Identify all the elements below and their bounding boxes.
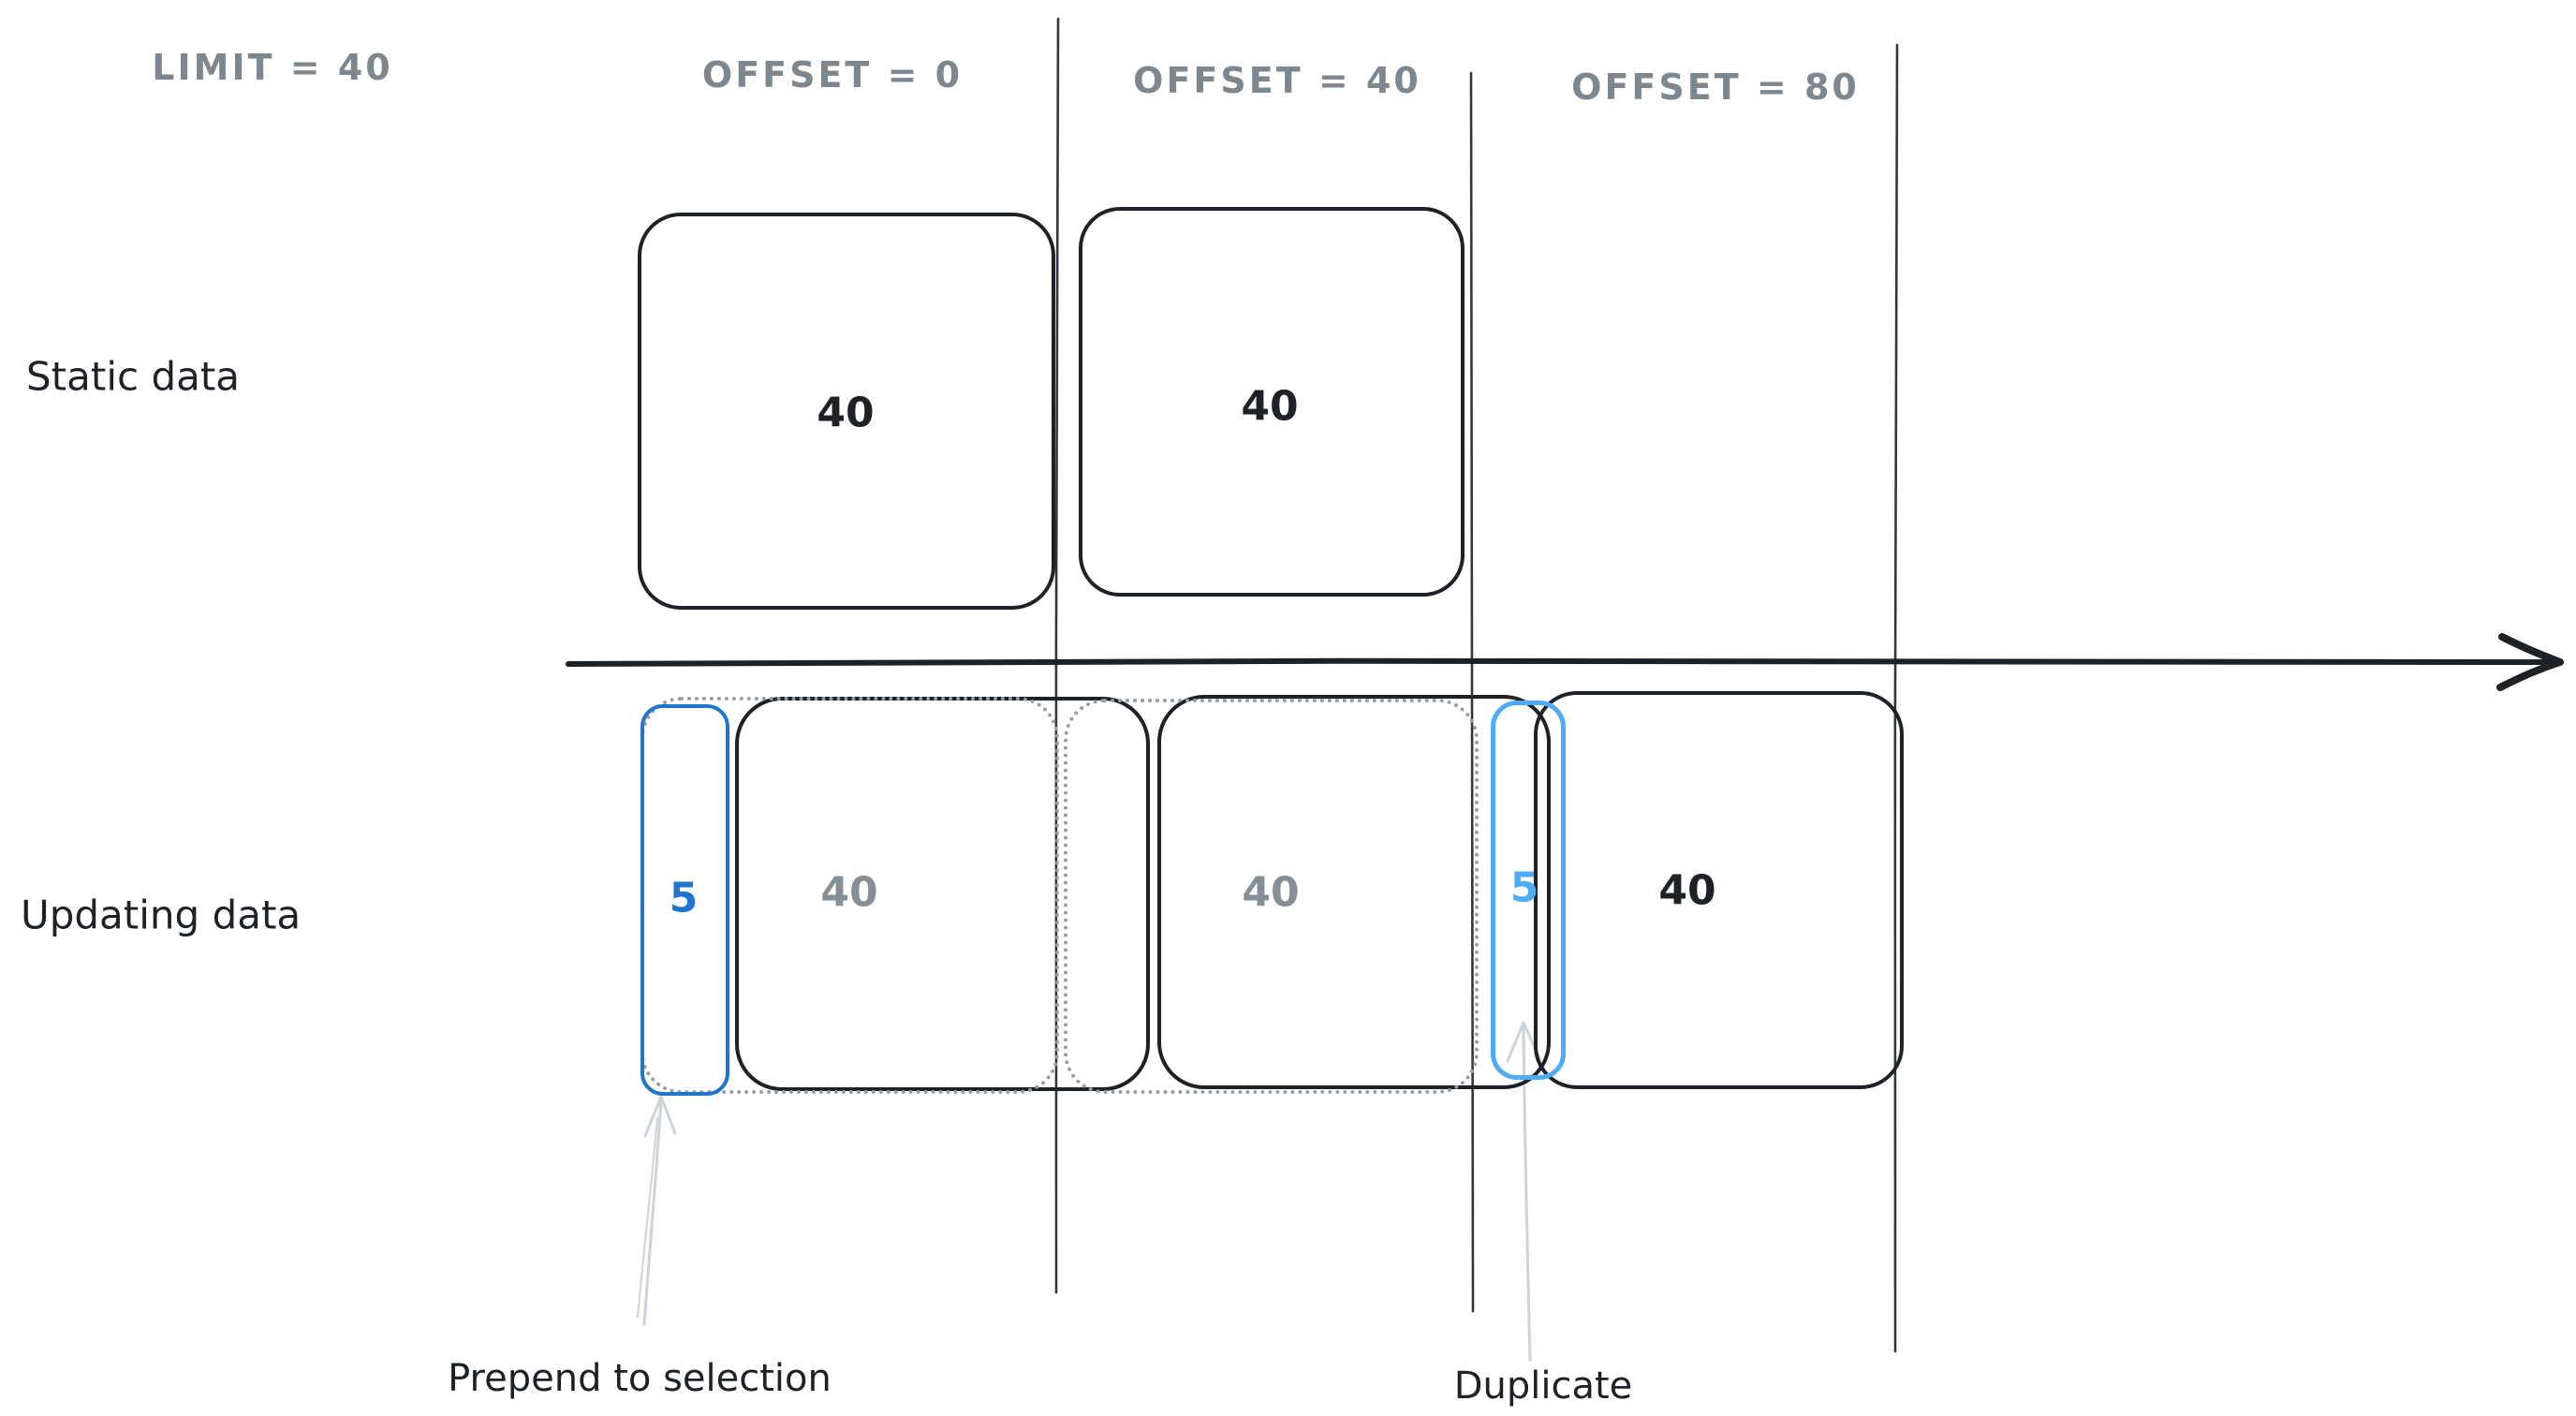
updating-page2-count: 40 <box>1242 868 1300 917</box>
duplicated-count: 5 <box>1509 863 1539 912</box>
boundary-line-offset40 <box>1054 17 1060 1294</box>
static-page1-box <box>638 213 1055 610</box>
updating-page3-count: 40 <box>1658 866 1716 915</box>
timeline-arrow-shaft <box>566 657 2555 667</box>
old-position-page2-box <box>1064 699 1479 1094</box>
annotation-prepend: Prepend to selection <box>448 1357 832 1400</box>
header-limit: LIMIT = 40 <box>152 47 393 88</box>
boundary-line-offset80 <box>1469 71 1475 1313</box>
header-offset-40: OFFSET = 40 <box>1133 60 1421 101</box>
prepended-count: 5 <box>669 874 699 922</box>
annotation-duplicate: Duplicate <box>1453 1364 1633 1408</box>
header-offset-0: OFFSET = 0 <box>701 54 964 96</box>
header-offset-80: OFFSET = 80 <box>1571 66 1860 108</box>
static-page2-box <box>1079 207 1465 597</box>
updating-page3-box <box>1534 691 1904 1089</box>
static-page2-count: 40 <box>1241 382 1299 431</box>
boundary-line-end <box>1893 43 1899 1353</box>
timeline-arrow-head-icon <box>2496 633 2564 691</box>
prepend-arrow-shaft <box>642 1098 663 1326</box>
prepend-arrow-sketch-stroke <box>637 1117 658 1318</box>
row-label-updating: Updating data <box>21 892 302 938</box>
row-label-static: Static data <box>26 353 241 400</box>
prepend-arrow-head-icon <box>643 1095 677 1138</box>
prepended-items-box <box>640 704 729 1096</box>
updating-page2-box <box>1157 695 1551 1089</box>
static-page1-count: 40 <box>817 389 875 437</box>
duplicated-items-box <box>1491 701 1566 1080</box>
updating-page1-count: 40 <box>820 868 878 917</box>
